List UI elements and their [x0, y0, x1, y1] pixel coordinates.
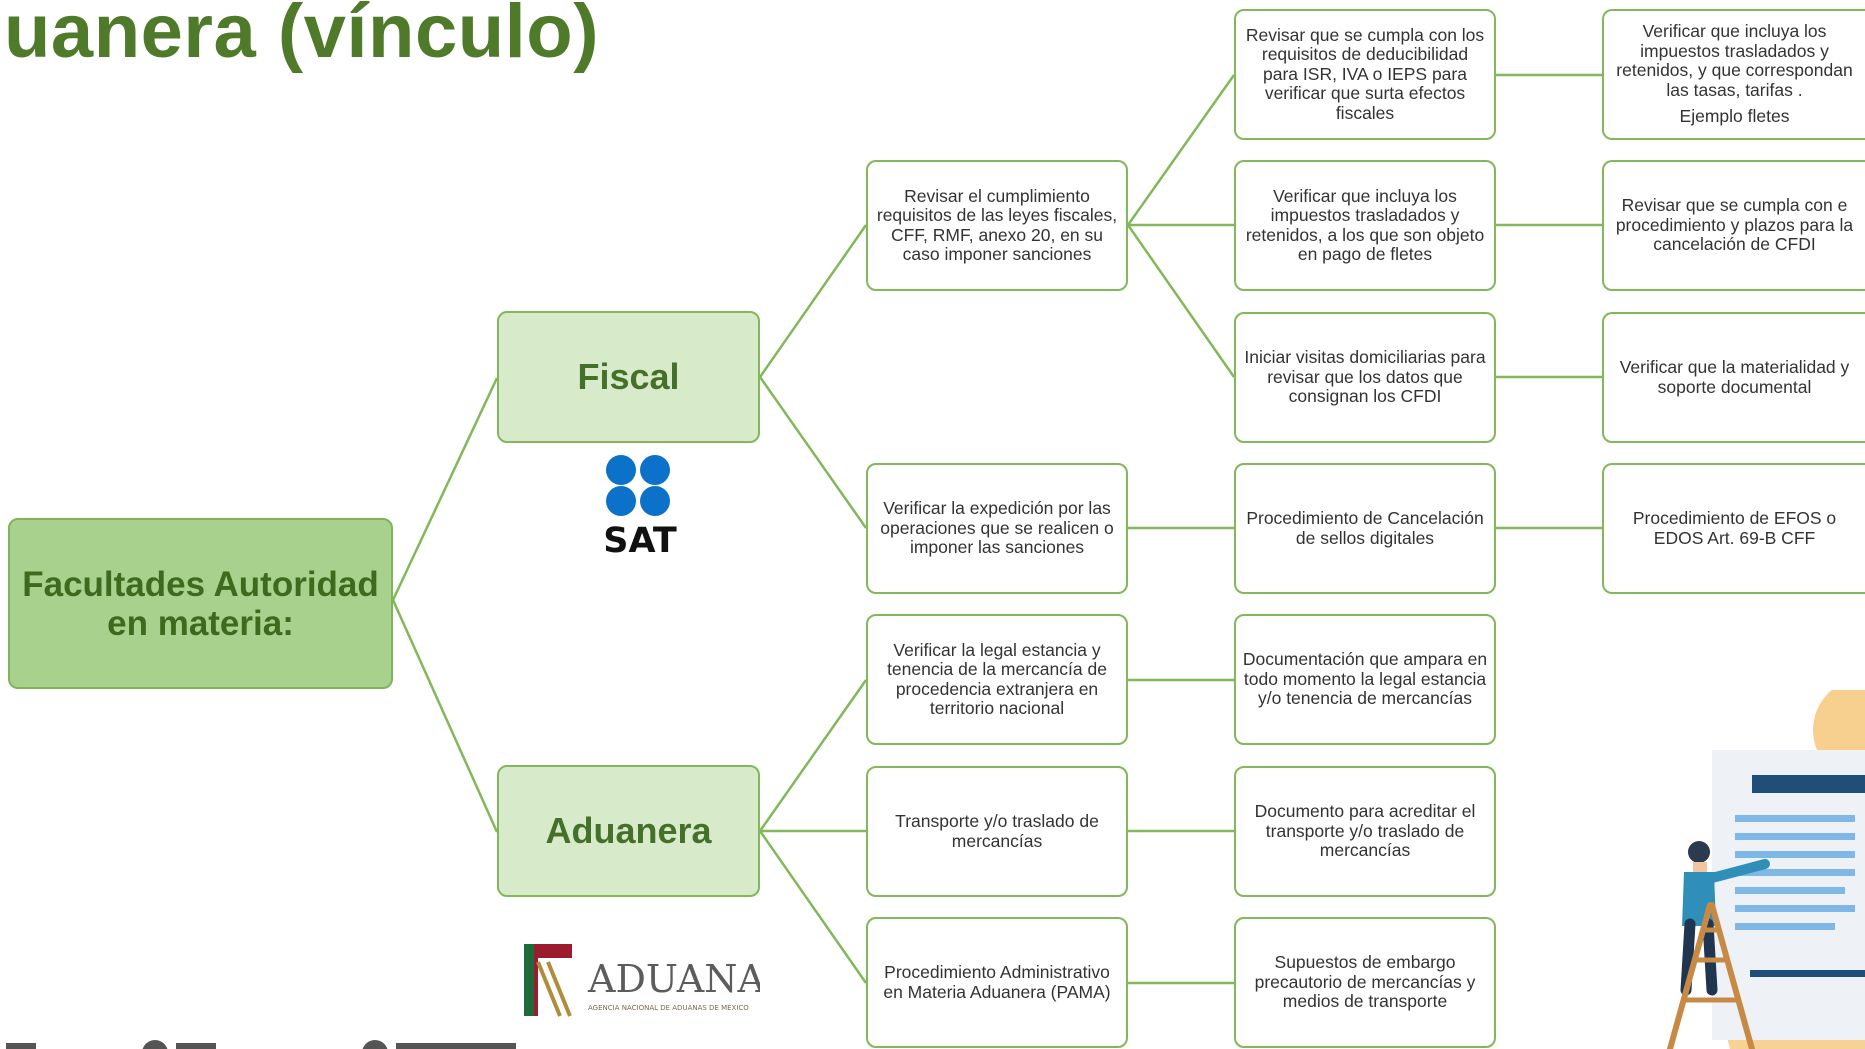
node-fiscal-2-label: Verificar la expedición por las operacio…	[880, 498, 1114, 558]
node-fiscal-1-label: Revisar el cumplimiento requisitos de la…	[876, 185, 1118, 264]
node-aduanera-2-a-label: Documento para acreditar el transporte y…	[1254, 801, 1476, 861]
node-aduanera-3-label: Procedimiento Administrativo en Materia …	[883, 962, 1111, 1002]
sat-logo-text: SAT	[603, 521, 677, 560]
node-fiscal-1-b-x: Revisar que se cumpla con e procedimient…	[1602, 160, 1865, 291]
root-node: Facultades Autoridad en materia:	[8, 518, 393, 689]
node-aduanera-2-a: Documento para acreditar el transporte y…	[1234, 766, 1496, 897]
connector-root-fiscal	[391, 377, 499, 601]
node-aduanera-2-label: Transporte y/o traslado de mercancías	[895, 811, 1099, 851]
sat-logo: SAT	[603, 455, 677, 560]
connector-root-aduanera	[391, 599, 499, 833]
person-on-ladder-illustration	[1667, 690, 1865, 1049]
node-fiscal-2-a-x: Procedimiento de EFOS o EDOS Art. 69-B C…	[1602, 463, 1865, 594]
root-node-label: Facultades Autoridad en materia:	[22, 564, 379, 643]
node-fiscal-2-a-label: Procedimiento de Cancelación de sellos d…	[1246, 508, 1484, 548]
node-fiscal-1-c-label: Iniciar visitas domiciliarias para revis…	[1244, 347, 1486, 407]
node-fiscal-1-c-x: Verificar que la materialidad y soporte …	[1602, 312, 1865, 443]
node-fiscal-2-a-x-label: Procedimiento de EFOS o EDOS Art. 69-B C…	[1632, 508, 1837, 548]
connector-aduanera-1	[758, 679, 868, 832]
node-fiscal-1-a: Revisar que se cumpla con los requisitos…	[1234, 9, 1496, 140]
node-fiscal-1-c-x-label: Verificar que la materialidad y soporte …	[1619, 357, 1850, 397]
aduanera-node: Aduanera	[497, 765, 760, 897]
node-aduanera-3: Procedimiento Administrativo en Materia …	[866, 917, 1128, 1048]
fiscal-node: Fiscal	[497, 311, 760, 443]
connector-fiscal-1	[758, 224, 868, 378]
aduanas-logo: ADUANAS AGENCIA NACIONAL DE ADUANAS DE M…	[524, 944, 760, 1017]
node-aduanera-3-a: Supuestos de embargo precautorio de merc…	[1234, 917, 1496, 1048]
node-fiscal-1-a-x: Verificar que incluya los impuestos tras…	[1602, 9, 1865, 140]
node-fiscal-1-a-x-label: Verificar que incluya los impuestos tras…	[1616, 21, 1853, 100]
connector-aduanera-3	[758, 830, 868, 984]
connector-fiscal-2	[758, 376, 868, 529]
fiscal-node-label: Fiscal	[577, 356, 680, 398]
node-aduanera-1-label: Verificar la legal estancia y tenencia d…	[887, 639, 1107, 718]
node-fiscal-2-a: Procedimiento de Cancelación de sellos d…	[1234, 463, 1496, 594]
cropped-footer-icons	[6, 1040, 516, 1049]
connector-fiscal-1-c	[1126, 224, 1236, 378]
node-aduanera-1: Verificar la legal estancia y tenencia d…	[866, 614, 1128, 745]
node-aduanera-2: Transporte y/o traslado de mercancías	[866, 766, 1128, 897]
node-fiscal-1-b-label: Verificar que incluya los impuestos tras…	[1245, 185, 1485, 264]
aduanas-logo-text: ADUANAS	[587, 957, 760, 1001]
node-fiscal-1-c: Iniciar visitas domiciliarias para revis…	[1234, 312, 1496, 443]
aduanera-node-label: Aduanera	[545, 810, 712, 852]
node-aduanera-1-a-label: Documentación que ampara en todo momento…	[1242, 649, 1488, 709]
connector-fiscal-1-a	[1126, 74, 1236, 226]
node-fiscal-1-a-label: Revisar que se cumpla con los requisitos…	[1245, 24, 1485, 123]
node-aduanera-3-a-label: Supuestos de embargo precautorio de merc…	[1254, 952, 1476, 1012]
node-fiscal-1-b-x-label: Revisar que se cumpla con e procedimient…	[1615, 195, 1854, 255]
node-aduanera-1-a: Documentación que ampara en todo momento…	[1234, 614, 1496, 745]
page-title: uanera (vínculo)	[4, 0, 599, 74]
node-fiscal-1: Revisar el cumplimiento requisitos de la…	[866, 160, 1128, 291]
node-fiscal-1-a-x-example: Ejemplo fletes	[1679, 106, 1790, 127]
aduanas-logo-subtext: AGENCIA NACIONAL DE ADUANAS DE MÉXICO	[588, 1003, 749, 1012]
node-fiscal-1-b: Verificar que incluya los impuestos tras…	[1234, 160, 1496, 291]
node-fiscal-2: Verificar la expedición por las operacio…	[866, 463, 1128, 594]
